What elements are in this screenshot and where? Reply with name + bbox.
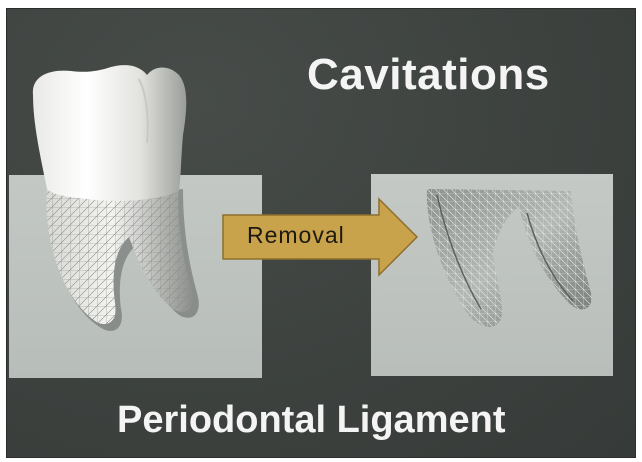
slide-caption: Periodontal Ligament — [117, 401, 597, 439]
tooth-socket-mesh-icon — [427, 189, 592, 327]
slide: Removal Cavitations Periodontal Ligament — [6, 8, 636, 458]
slide-title: Cavitations — [307, 53, 587, 97]
removal-label: Removal — [247, 224, 345, 247]
tooth-with-ligament-mesh-icon — [33, 65, 199, 331]
